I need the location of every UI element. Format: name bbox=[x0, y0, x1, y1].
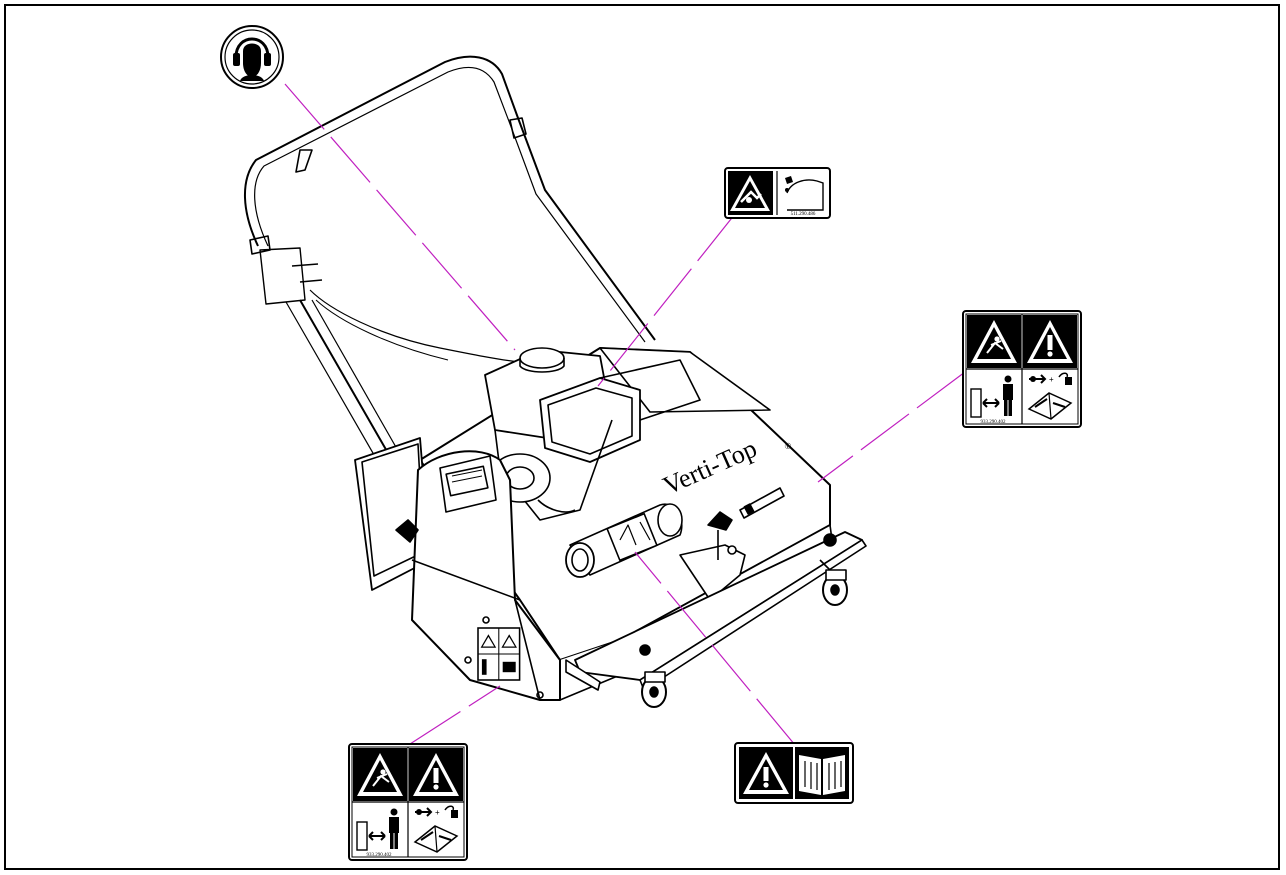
leader-belt-guard bbox=[597, 213, 736, 387]
maintenance-manual-icon: + bbox=[1027, 372, 1073, 420]
brand-mark: ® bbox=[783, 440, 793, 452]
read-manual-icon bbox=[799, 755, 845, 795]
ear-protection-icon bbox=[233, 37, 271, 81]
belt-guard-cover bbox=[411, 450, 561, 701]
caster-wheel-left bbox=[641, 671, 667, 708]
verti-top-machine: Verti-Top ® bbox=[244, 55, 867, 708]
entanglement-warning-icon bbox=[730, 175, 770, 211]
decal-hearing-protection bbox=[220, 25, 284, 89]
decal-part-number: 511.290.486 bbox=[791, 212, 816, 217]
roller-tube bbox=[565, 503, 683, 578]
leader-safety-left bbox=[409, 685, 501, 745]
decal-read-manual bbox=[734, 742, 854, 804]
decal-safety-side bbox=[477, 627, 521, 681]
decal-safety-left: + 933.290.402 bbox=[348, 743, 468, 861]
leader-read-manual bbox=[634, 551, 796, 746]
thrown-object-warning-icon bbox=[971, 320, 1017, 363]
leader-hearing-protection bbox=[284, 83, 516, 351]
leader-lines bbox=[284, 83, 966, 746]
caster-wheel-right bbox=[822, 569, 848, 606]
decal-part-number: 933.290.402 bbox=[367, 853, 393, 858]
general-warning-icon bbox=[1027, 320, 1073, 363]
leader-safety-right bbox=[817, 371, 966, 483]
guard-cover-icon bbox=[785, 176, 824, 211]
keep-distance-icon bbox=[970, 375, 1013, 418]
maintenance-manual-icon: + bbox=[413, 805, 459, 853]
drawing-border bbox=[4, 4, 1280, 870]
svg-text:+: + bbox=[435, 808, 440, 817]
decal-belt-guard: 511.290.486 bbox=[724, 167, 831, 219]
keep-distance-icon bbox=[356, 808, 399, 851]
general-warning-icon bbox=[413, 753, 459, 796]
thrown-object-warning-icon bbox=[357, 753, 403, 796]
decal-part-number: 933.290.402 bbox=[981, 420, 1007, 425]
svg-text:+: + bbox=[1049, 375, 1054, 384]
general-warning-icon bbox=[743, 752, 789, 794]
decal-safety-right: + 933.290.402 bbox=[962, 310, 1082, 428]
